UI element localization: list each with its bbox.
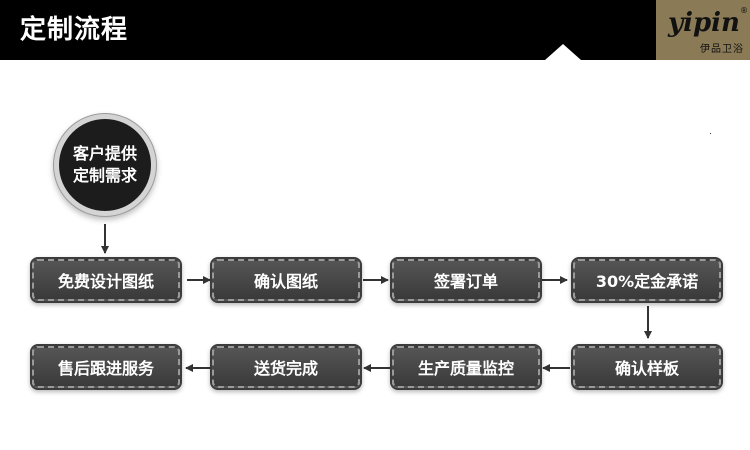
- logo-registered-mark: ®: [740, 6, 748, 15]
- page-title: 定制流程: [20, 15, 129, 45]
- step-label: 确认图纸: [253, 272, 318, 291]
- step-quality-control: 生产质量监控: [392, 346, 540, 388]
- step-label: 送货完成: [253, 359, 318, 378]
- logo-wordmark: yipin: [668, 8, 740, 38]
- start-node-label: 客户提供 定制需求: [72, 144, 137, 185]
- step-label: 确认样板: [614, 359, 679, 378]
- step-label: 免费设计图纸: [57, 272, 154, 291]
- logo-subtitle: 伊品卫浴: [700, 44, 744, 55]
- header-notch: [545, 44, 581, 60]
- step-after-sales: 售后跟进服务: [32, 346, 180, 388]
- start-node: 客户提供 定制需求: [59, 119, 151, 211]
- step-label: 生产质量监控: [417, 359, 514, 378]
- step-label: 30%定金承诺: [595, 272, 699, 291]
- step-free-design: 免费设计图纸: [32, 259, 180, 301]
- brand-logo: yipin ® 伊品卫浴: [656, 0, 750, 60]
- step-deposit: 30%定金承诺: [573, 259, 721, 301]
- step-delivery: 送货完成: [212, 346, 360, 388]
- step-confirm-drawings: 确认图纸: [212, 259, 360, 301]
- step-label: 签署订单: [433, 272, 498, 291]
- header-bar: 定制流程: [0, 0, 656, 60]
- step-label: 售后跟进服务: [57, 359, 154, 378]
- step-confirm-sample: 确认样板: [573, 346, 721, 388]
- stray-dot: [710, 133, 711, 134]
- step-sign-order: 签署订单: [392, 259, 540, 301]
